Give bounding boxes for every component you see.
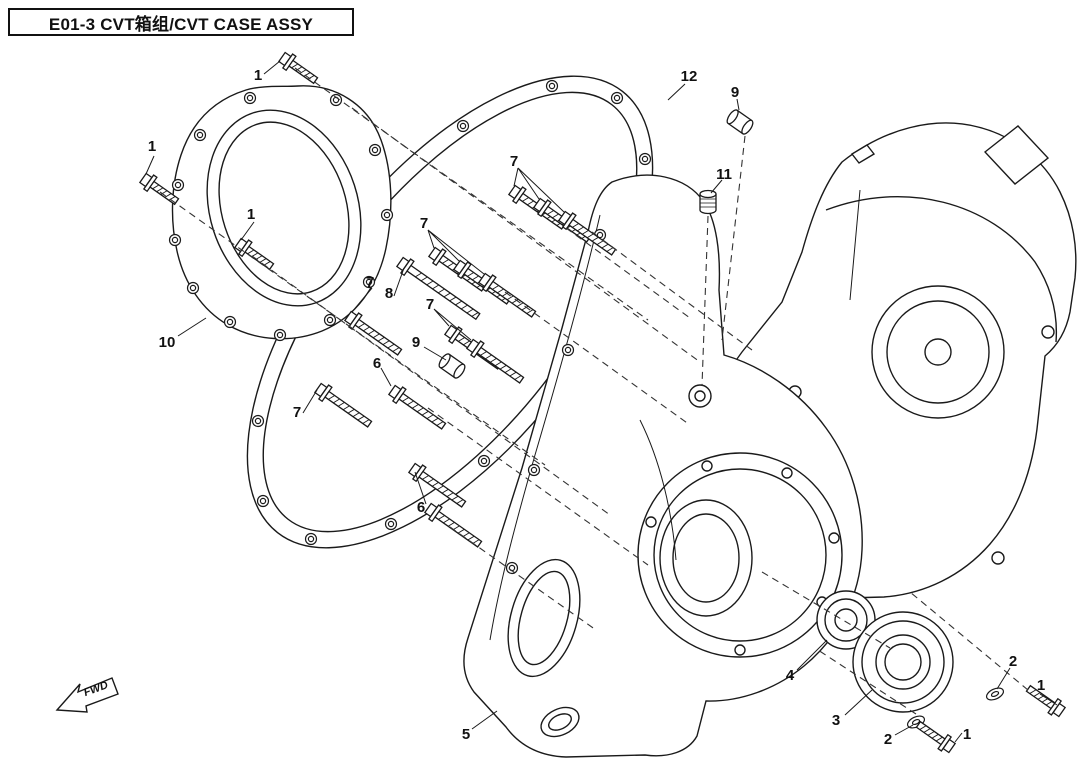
callout-3: 3: [832, 712, 840, 729]
plug-part: [699, 189, 717, 215]
callout-1-a: 1: [254, 67, 262, 84]
callout-4: 4: [786, 667, 795, 684]
callout-10: 10: [159, 334, 176, 351]
callout-12: 12: [681, 68, 698, 85]
callout-9-b: 9: [412, 334, 420, 351]
assembly-dashed-lines: [159, 67, 1029, 715]
callout-labels: 1 1 1 10 12 9 11 7 7 7 8 7 9 6 7 6 5 4 3…: [148, 67, 1045, 748]
cvt-case-part: [463, 174, 863, 758]
callout-1-e: 1: [963, 726, 971, 743]
callout-7-c: 7: [366, 274, 374, 291]
callout-8: 8: [385, 285, 393, 302]
callout-2-a: 2: [884, 731, 892, 748]
callout-6-b: 6: [417, 499, 425, 516]
washer-right: [984, 685, 1006, 703]
callout-9-a: 9: [731, 84, 739, 101]
callout-2-b: 2: [1009, 653, 1017, 670]
callout-6-a: 6: [373, 355, 381, 372]
bolt: [912, 716, 958, 756]
callout-leader-lines: [145, 60, 1058, 743]
callout-1-c: 1: [247, 206, 255, 223]
callout-7-d: 7: [426, 296, 434, 313]
bolt: [1022, 680, 1068, 720]
diagram-title: E01-3 CVT箱组/CVT CASE ASSY: [48, 14, 314, 34]
callout-7-b: 7: [420, 215, 428, 232]
callout-11: 11: [716, 166, 732, 183]
bolt: [422, 500, 486, 552]
bearing-part: [852, 611, 954, 713]
bushing-top-part: [724, 107, 756, 137]
callout-1-d: 1: [1037, 677, 1045, 694]
callout-1-b: 1: [148, 138, 156, 155]
cvt-cover-part: [168, 85, 394, 342]
callout-5: 5: [462, 726, 470, 743]
callout-7-e: 7: [293, 404, 301, 421]
bolt: [276, 49, 322, 89]
diagram-title-box: E01-3 CVT箱组/CVT CASE ASSY: [8, 8, 354, 36]
callout-7-a: 7: [510, 153, 518, 170]
fwd-arrow: FWD: [55, 677, 119, 713]
